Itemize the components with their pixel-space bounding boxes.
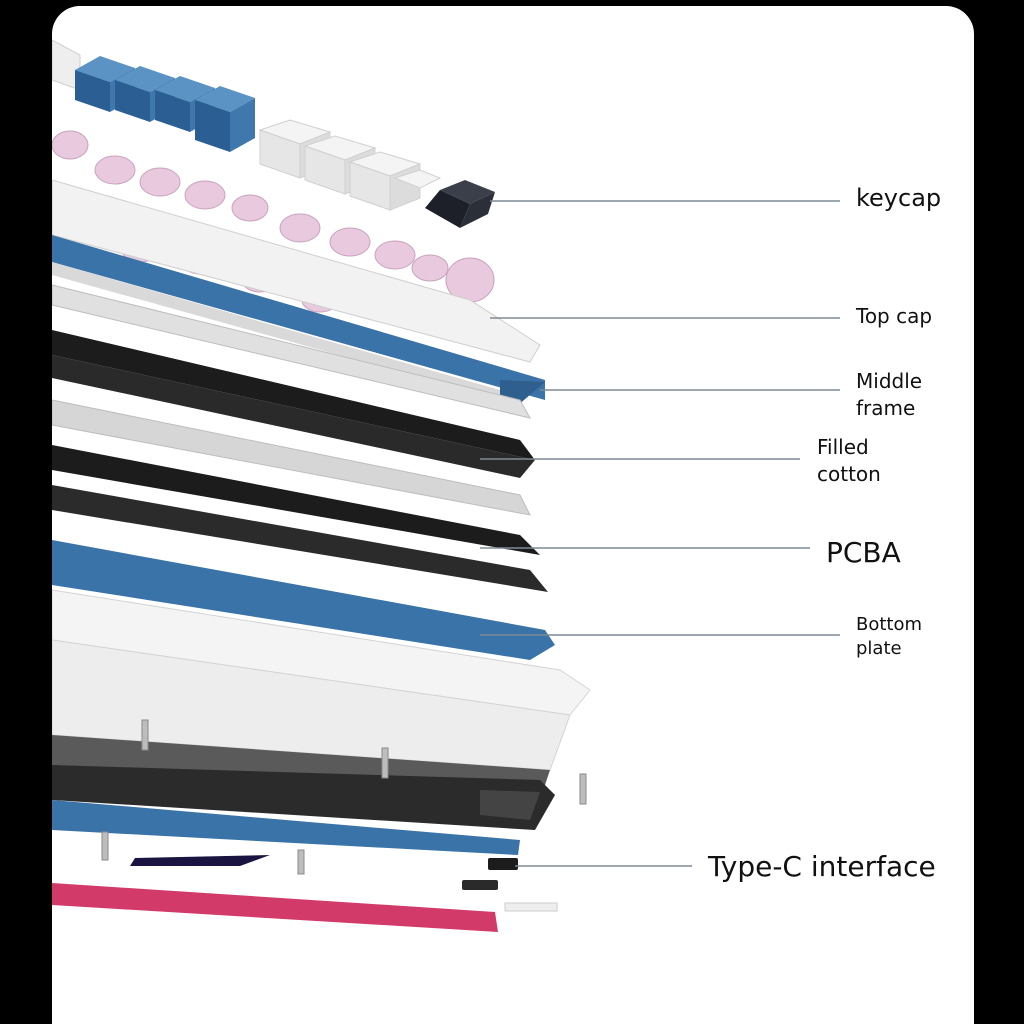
bottom-tray-layer xyxy=(52,765,555,830)
filled-cotton-layer xyxy=(52,330,535,516)
black-keycap xyxy=(425,180,495,228)
label-filled-cotton: Filled cotton xyxy=(817,435,881,486)
bottom-plate-layer xyxy=(52,540,555,660)
exploded-keyboard-illustration xyxy=(52,39,840,932)
label-bottom-plate: Bottom plate xyxy=(856,614,923,660)
pcba-layer xyxy=(52,445,548,592)
bottom-blue-plate xyxy=(52,800,520,855)
label-keycap: keycap xyxy=(856,184,942,212)
top-cap-layer xyxy=(52,179,541,363)
label-top-cap: Top cap xyxy=(856,304,933,328)
screws xyxy=(101,719,587,875)
label-pcba: PCBA xyxy=(826,536,901,569)
keycap-layer xyxy=(52,39,495,228)
bottom-pink-strip xyxy=(52,883,498,932)
plate-layer xyxy=(52,284,531,419)
label-type-c-interface: Type-C interface xyxy=(708,850,936,883)
blue-keycaps xyxy=(75,56,255,152)
label-middle-frame: Middle frame xyxy=(856,369,923,420)
bottom-case-layer xyxy=(52,589,591,800)
leader-lines xyxy=(480,200,840,867)
diagram-panel: keycap Top cap Middle frame Filled cotto… xyxy=(52,6,974,1024)
small-parts xyxy=(130,855,558,912)
white-keycaps xyxy=(258,119,442,211)
